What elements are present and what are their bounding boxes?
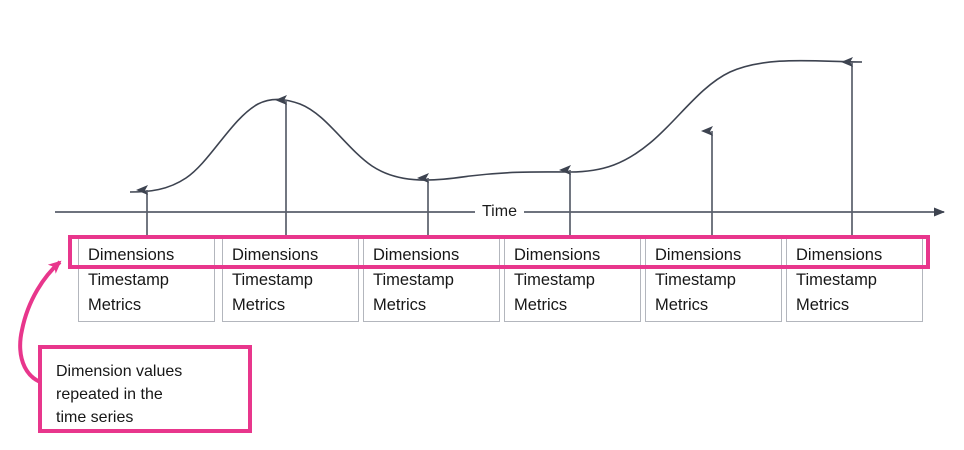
record-metrics-label: Metrics [514,296,568,314]
record-timestamp-label: Timestamp [514,271,595,289]
callout-box: Dimension values repeated in the time se… [38,345,252,433]
callout-line-2: repeated in the [56,386,163,403]
record-box-4[interactable]: Dimensions Timestamp Metrics [504,236,641,322]
record-box-2[interactable]: Dimensions Timestamp Metrics [222,236,359,322]
record-dimensions-label: Dimensions [88,246,175,264]
record-dimensions-label: Dimensions [232,246,319,264]
record-timestamp-label: Timestamp [232,271,313,289]
record-dimensions-label: Dimensions [655,246,742,264]
record-dimensions-label: Dimensions [796,246,883,264]
callout-line-1: Dimension values [56,363,183,380]
time-axis-label: Time [475,204,524,220]
callout-line-3: time series [56,409,134,426]
record-box-6[interactable]: Dimensions Timestamp Metrics [786,236,923,322]
record-timestamp-label: Timestamp [796,271,877,289]
record-metrics-label: Metrics [88,296,142,314]
record-box-5[interactable]: Dimensions Timestamp Metrics [645,236,782,322]
record-dimensions-label: Dimensions [514,246,601,264]
record-metrics-label: Metrics [373,296,427,314]
record-timestamp-label: Timestamp [373,271,454,289]
record-dimensions-label: Dimensions [373,246,460,264]
record-timestamp-label: Timestamp [88,271,169,289]
dimensions-highlight-rect [68,235,930,269]
record-metrics-label: Metrics [796,296,850,314]
record-box-3[interactable]: Dimensions Timestamp Metrics [363,236,500,322]
record-metrics-label: Metrics [232,296,286,314]
record-metrics-label: Metrics [655,296,709,314]
record-box-1[interactable]: Dimensions Timestamp Metrics [78,236,215,322]
time-series-curve [129,59,863,193]
record-timestamp-label: Timestamp [655,271,736,289]
